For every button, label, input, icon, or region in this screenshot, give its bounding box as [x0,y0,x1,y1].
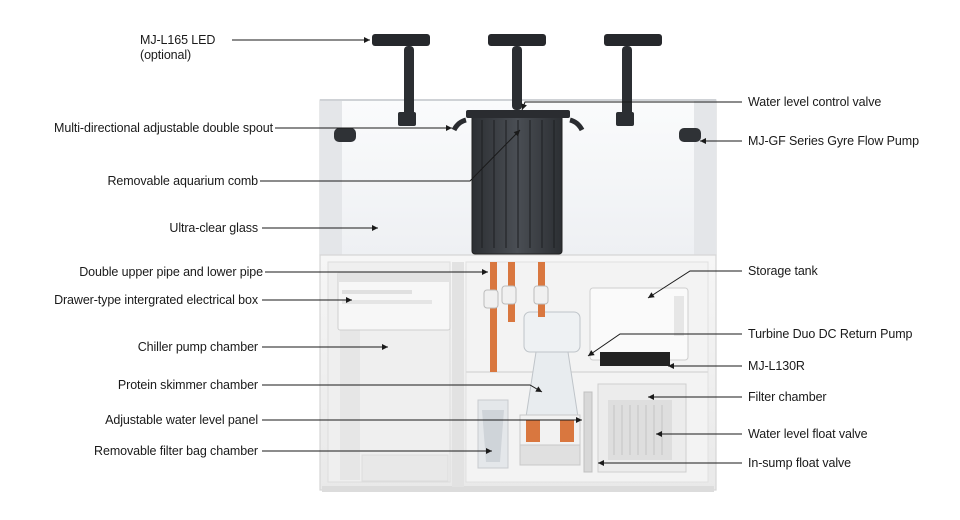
leader-skimmer-arrowhead [535,386,542,392]
gyre-pumps-shape [334,128,701,142]
leader-float-valve-arrowhead [656,431,662,437]
label-electrical: Drawer-type intergrated electrical box [54,293,258,307]
leader-lines [232,39,742,464]
label-panel: Adjustable water level panel [105,413,258,427]
label-led-subtext: (optional) [140,48,192,62]
label-float-valve: Water level float valve [748,427,868,441]
label-skimmer: Protein skimmer chamber [117,378,258,392]
label-comb: Removable aquarium comb [107,174,258,188]
leader-filter-arrowhead [648,394,654,400]
label-chiller: Chiller pump chamber [137,340,258,354]
leader-chiller-arrowhead [382,344,388,350]
label-filterbag: Removable filter bag chamber [94,444,258,458]
leader-arrowheads [346,37,706,466]
leader-return-pump-arrowhead [588,350,595,356]
leader-mj-l130r-arrowhead [668,363,674,369]
water-level-panel [583,391,593,473]
label-filter: Filter chamber [748,390,827,404]
leader-panel-arrowhead [576,417,582,423]
label-led-text: MJ-L165 LED [140,33,216,47]
filter-chamber-shape [597,383,687,473]
label-control-valve: Water level control valve [748,95,882,109]
label-return-pump: Turbine Duo DC Return Pump [748,327,913,341]
label-spout: Multi-directional adjustable double spou… [54,121,273,135]
leader-glass-arrowhead [372,225,378,231]
leader-filterbag-arrowhead [486,448,492,454]
label-pipes: Double upper pipe and lower pipe [79,265,263,279]
leader-pipes-arrowhead [482,269,488,275]
leader-led-arrowhead [364,37,370,43]
leader-gyre-arrowhead [700,138,706,144]
label-gyre: MJ-GF Series Gyre Flow Pump [748,134,919,148]
aquarium-comb-shape [451,110,585,255]
leader-storage-arrowhead [648,292,655,298]
leader-insump-arrowhead [598,460,604,466]
label-mj-l130r: MJ-L130R [748,359,805,373]
label-glass: Ultra-clear glass [169,221,258,235]
pipes-shape [483,262,549,372]
leader-comb-arrowhead [513,130,520,137]
electrical-box [337,271,451,331]
label-led: MJ-L165 LED (optional) [140,33,230,63]
storage-tank-shape [589,287,689,366]
led-lights-shape [372,34,662,126]
filter-bag-shape [477,399,509,469]
label-insump: In-sump float valve [748,456,852,470]
leader-control-valve-arrowhead [521,103,527,110]
leader-comb [260,129,521,182]
leader-spout-arrowhead [446,125,452,131]
leader-electrical-arrowhead [346,297,352,303]
leader-return-pump [587,333,742,357]
leader-storage [647,270,742,299]
label-storage: Storage tank [748,264,818,278]
